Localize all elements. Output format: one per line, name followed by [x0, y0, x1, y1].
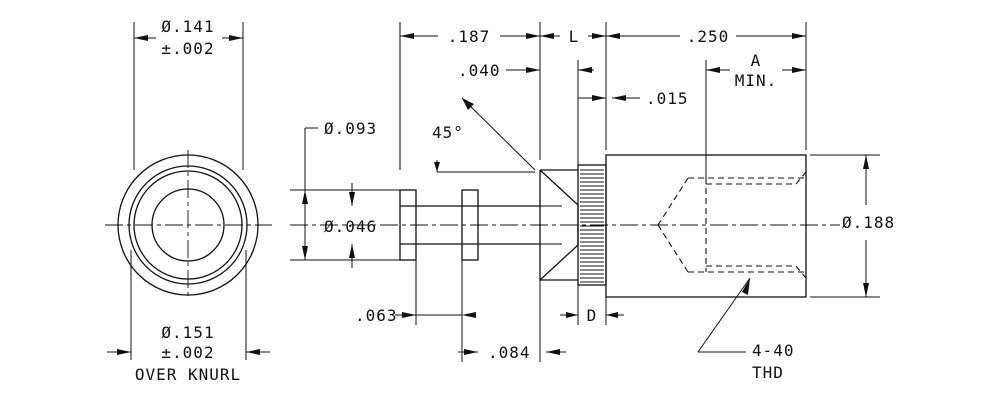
arrowhead [592, 33, 606, 39]
arrowhead [566, 312, 578, 318]
arrowhead [792, 33, 806, 39]
arrowhead [400, 33, 414, 39]
arrowhead [863, 283, 869, 297]
arrowhead [462, 312, 476, 318]
arrowhead [606, 33, 620, 39]
arrowhead [349, 244, 355, 258]
arrowhead [117, 349, 131, 355]
arrowhead [592, 95, 606, 101]
arrowhead [706, 67, 720, 73]
side-view: .187 L .250 .040 .015 A MIN. [290, 22, 895, 382]
arrowhead [863, 155, 869, 169]
knurl-pattern [580, 169, 604, 283]
thread-leader [697, 277, 751, 353]
head-diameter-label: Ø.141 [161, 17, 214, 36]
arrowhead [434, 162, 440, 172]
angle-label: 45° [432, 123, 464, 142]
arrowhead [349, 192, 355, 206]
knurl-diameter-label: Ø.151 [161, 323, 214, 342]
arrowhead [792, 67, 806, 73]
thread-spec-label-2: THD [752, 363, 784, 382]
knurl-tolerance-label: ±.002 [161, 343, 214, 362]
arrowhead [246, 349, 260, 355]
length-040-label: .040 [458, 61, 501, 80]
length-015-label: .015 [646, 89, 689, 108]
arrowhead [134, 35, 148, 41]
length-187-label: .187 [448, 27, 491, 46]
angle-leader [461, 97, 536, 171]
length-063-label: .063 [355, 306, 398, 325]
arrowhead [229, 35, 243, 41]
arrowhead [464, 349, 478, 355]
end-view: Ø.141 ±.002 Ø.151 ±.002 OVER KNURL [105, 17, 272, 384]
collar-left [399, 189, 417, 261]
groove-diameter-label: Ø.093 [324, 119, 377, 138]
countersink-top [795, 171, 807, 185]
countersink-bottom [795, 265, 807, 279]
arrowhead [462, 98, 474, 110]
arrowhead [526, 67, 540, 73]
arrowhead [606, 312, 618, 318]
over-knurl-label: OVER KNURL [135, 365, 241, 384]
length-250-label: .250 [687, 27, 730, 46]
thread-depth-label-1: A [751, 51, 762, 70]
arrowhead [526, 33, 540, 39]
body-diameter-label: Ø.188 [842, 213, 895, 232]
collar-right [461, 189, 479, 261]
length-L-label: L [569, 27, 580, 46]
pin-diameter-label: Ø.046 [324, 217, 377, 236]
arrowhead [546, 349, 560, 355]
arrowhead [742, 278, 750, 295]
arrowhead [540, 33, 554, 39]
thread-depth-label-2: MIN. [735, 71, 778, 90]
arrowhead [302, 190, 308, 204]
arrowhead [302, 246, 308, 260]
length-D-label: D [587, 306, 598, 325]
arrowhead [402, 312, 416, 318]
drill-point-upper [657, 177, 689, 226]
head-tolerance-label: ±.002 [161, 39, 214, 58]
thread-spec-label-1: 4-40 [752, 341, 795, 360]
length-084-label: .084 [488, 343, 531, 362]
drill-point-lower [657, 224, 689, 273]
arrowhead [578, 67, 592, 73]
arrowhead [612, 95, 626, 101]
